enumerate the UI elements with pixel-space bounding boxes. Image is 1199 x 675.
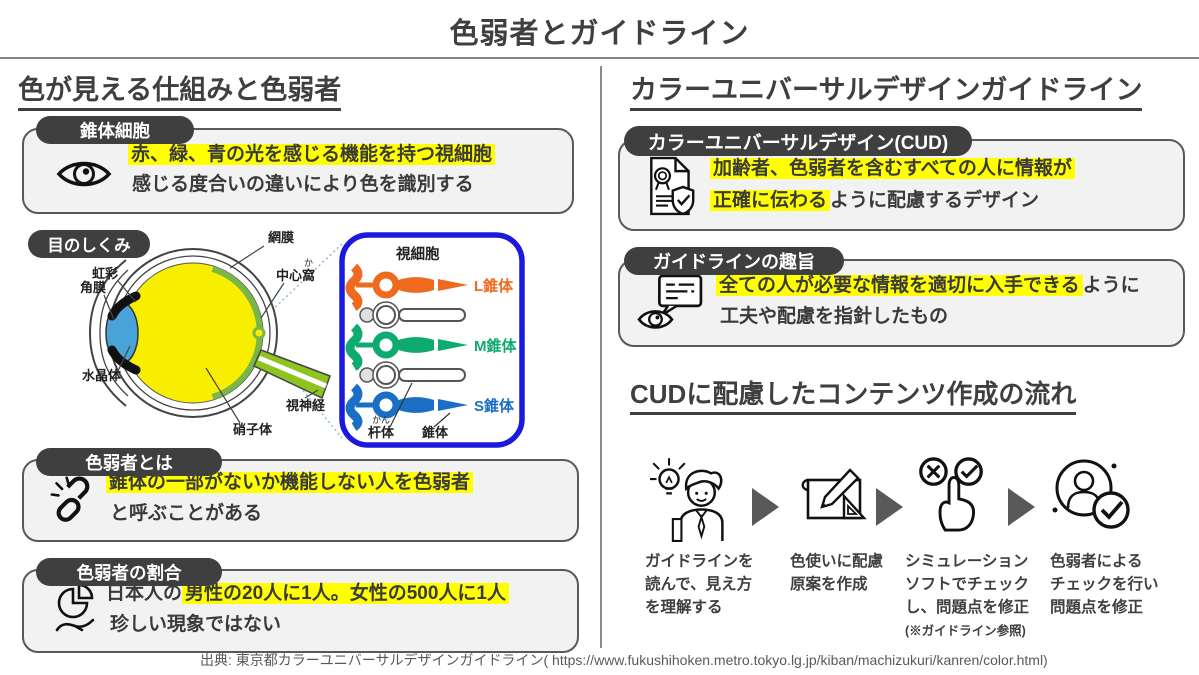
left-section-heading: 色が見える仕組みと色弱者	[18, 68, 342, 111]
cone-cells-card: 錐体細胞 赤、緑、青の光を感じる機能を持つ視細胞 感じる度合いの違いにより色を識…	[22, 116, 574, 214]
flow-arrow-2	[876, 488, 903, 526]
m-cone-label: M錐体	[474, 337, 517, 355]
definition-card: 色弱者とは 錐体の一部がないか機能しない人を色弱者 と呼ぶことがある	[22, 448, 579, 542]
purpose-line1: 全ての人が必要な情報を適切に入手できるように	[716, 271, 1140, 301]
photoreceptor-title: 視細胞	[395, 245, 440, 263]
flow-step-3-note: (※ガイドライン参照)	[905, 624, 1026, 638]
label-retina: 網膜	[268, 230, 294, 245]
label-fovea: 中心窩	[276, 268, 315, 283]
flow-step-2-label: 色使いに配慮 原案を作成	[790, 553, 884, 593]
flow-arrow-3	[1008, 488, 1035, 526]
ratio-line2: 珍しい現象ではない	[110, 614, 282, 635]
eye-speech-bubble-icon	[637, 274, 703, 329]
page-title: 色弱者とガイドライン	[449, 18, 750, 50]
cone-label: 錐体	[422, 425, 449, 440]
label-iris: 虹彩	[92, 266, 118, 281]
draft-pencil-icon	[801, 468, 867, 520]
purpose-badge: ガイドラインの趣旨	[624, 247, 844, 275]
definition-badge: 色弱者とは	[36, 448, 222, 476]
cud-card: カラーユニバーサルデザイン(CUD) 加齢者、色弱者を含むすべての人に情報が 正…	[618, 126, 1185, 231]
l-cone-label: L錐体	[474, 277, 514, 295]
s-cone-label: S錐体	[474, 397, 515, 415]
eye-icon	[56, 161, 112, 187]
definition-line2: と呼ぶことがある	[110, 503, 263, 524]
purpose-card: ガイドラインの趣旨 全ての人が必要な情報を適切に入手できるように 工夫や配慮を指…	[618, 247, 1185, 347]
flow-arrow-1	[752, 488, 779, 526]
column-divider	[600, 66, 602, 648]
eye-anatomy-diagram: 網膜 か 中心窩 虹彩 角膜 水晶体 視神経 硝子体	[80, 230, 343, 439]
label-optic-nerve: 視神経	[285, 398, 326, 413]
label-cornea: 角膜	[80, 280, 106, 295]
simulation-check-icon	[919, 457, 983, 532]
definition-line1: 錐体の一部がないか機能しない人を色弱者	[106, 468, 474, 498]
flow-step-1-label: ガイドラインを 読んで、見え方 を理解する	[645, 553, 754, 616]
source-citation: 出典: 東京都カラーユニバーサルデザインガイドライン( https://www.…	[200, 652, 1048, 668]
flow-step-4-label: 色弱者による チェックを行い 問題点を修正	[1050, 553, 1159, 616]
reviewer-check-icon	[1052, 459, 1130, 529]
ratio-badge: 色弱者の割合	[36, 558, 222, 586]
label-fovea-furigana: か	[304, 258, 313, 268]
cone-cells-line1: 赤、緑、青の光を感じる機能を持つ視細胞	[128, 140, 496, 170]
certified-document-icon	[650, 156, 695, 216]
cud-line1: 加齢者、色弱者を含むすべての人に情報が	[710, 154, 1075, 184]
label-vitreous: 硝子体	[233, 422, 273, 437]
pie-chart-hand-icon	[55, 583, 95, 632]
person-lightbulb-icon	[650, 458, 724, 542]
label-lens: 水晶体	[82, 368, 122, 383]
top-divider	[0, 57, 1199, 59]
cud-badge: カラーユニバーサルデザイン(CUD)	[624, 126, 972, 156]
eye-mechanism-badge: 目のしくみ	[28, 230, 150, 258]
broken-link-icon	[50, 476, 90, 522]
cud-line2: 正確に伝わるように配慮するデザイン	[710, 186, 1039, 216]
cone-cells-badge: 錐体細胞	[36, 116, 194, 144]
rod-label: 杆体	[368, 425, 395, 440]
ratio-card: 色弱者の割合 日本人の男性の20人に1人。女性の500人に1人 珍しい現象ではな…	[22, 558, 579, 653]
purpose-line2: 工夫や配慮を指針したもの	[720, 306, 949, 327]
ratio-line1: 日本人の男性の20人に1人。女性の500人に1人	[106, 579, 509, 609]
flow-step-3-label: シミュレーション ソフトでチェック し、問題点を修正	[905, 553, 1030, 616]
flow-heading: CUDに配慮したコンテンツ作成の流れ	[630, 374, 1077, 415]
right-section-heading: カラーユニバーサルデザインガイドライン	[630, 68, 1143, 111]
cone-cells-line2: 感じる度合いの違いにより色を識別する	[132, 174, 474, 195]
rod-furigana: かん	[372, 415, 390, 425]
photoreceptor-diagram: 視細胞 L錐体 M錐体 S錐体 かん	[339, 232, 525, 448]
